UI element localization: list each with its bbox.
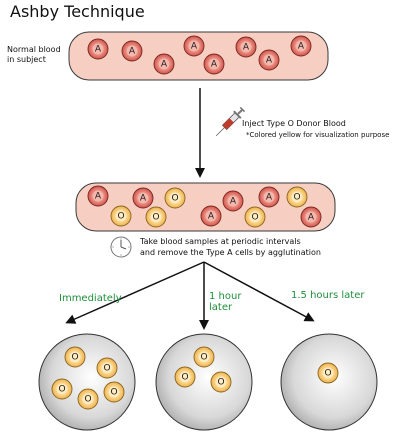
cell-letter: O <box>293 193 300 203</box>
arrow-immediately <box>65 261 205 324</box>
cell-letter: O <box>103 364 110 374</box>
type-a-cell: A <box>203 53 225 75</box>
cell-letter: A <box>298 42 305 52</box>
cell-letter: O <box>171 194 178 204</box>
cell-letter: A <box>266 193 273 203</box>
sample-dish-immediately <box>38 333 136 431</box>
cell-letter: A <box>230 197 237 207</box>
dish-cells: O O O O O O O O O <box>51 346 339 410</box>
cell-letter: A <box>191 42 198 52</box>
type-a-cell: A <box>258 186 280 208</box>
type-a-cell: A <box>87 185 109 207</box>
cell-letter: O <box>84 395 91 405</box>
time-label-1-5-hours: 1.5 hours later <box>291 290 365 301</box>
vessel1-cells: A A A A A A A A <box>87 35 312 75</box>
cell-letter: A <box>129 47 136 57</box>
cell-letter: O <box>117 212 124 222</box>
type-o-cell: O <box>96 357 118 379</box>
cell-letter: A <box>308 213 315 223</box>
cell-letter: O <box>58 385 65 395</box>
type-a-cell: A <box>235 36 257 58</box>
type-a-cell: A <box>87 38 109 60</box>
type-o-cell: O <box>64 346 86 368</box>
type-o-cell: O <box>77 388 99 410</box>
type-o-cell: O <box>317 362 339 384</box>
time-label-1-hour-line2: later <box>209 302 233 313</box>
cell-letter: A <box>95 45 102 55</box>
syringe-icon <box>215 106 246 137</box>
cell-letter: A <box>140 194 147 204</box>
inject-note: *Colored yellow for visualization purpos… <box>246 131 389 139</box>
cell-letter: O <box>324 369 331 379</box>
vessel1-label-line1: Normal blood <box>7 45 61 54</box>
type-o-cell: O <box>286 186 308 208</box>
arrow-1-5-hours <box>203 261 315 322</box>
cell-letter: O <box>200 353 207 363</box>
type-a-cell: A <box>290 35 312 57</box>
cell-letter: O <box>71 353 78 363</box>
type-a-cell: A <box>153 53 175 75</box>
cell-letter: A <box>243 43 250 53</box>
type-o-cell: O <box>193 346 215 368</box>
inject-label: Inject Type O Donor Blood <box>242 119 346 128</box>
type-o-cell: O <box>164 187 186 209</box>
type-a-cell: A <box>200 205 222 227</box>
sample-label-line2: and remove the Type A cells by agglutina… <box>140 248 321 257</box>
cell-letter: O <box>217 378 224 388</box>
diagram-title: Ashby Technique <box>10 2 145 21</box>
cell-letter: O <box>152 213 159 223</box>
cell-letter: O <box>110 388 117 398</box>
cell-letter: A <box>266 56 273 66</box>
type-a-cell: A <box>258 49 280 71</box>
type-o-cell: O <box>110 205 132 227</box>
cell-letter: A <box>211 60 218 70</box>
cell-letter: O <box>251 213 258 223</box>
cell-letter: A <box>161 60 168 70</box>
type-o-cell: O <box>145 206 167 228</box>
sample-label-line1: Take blood samples at periodic intervals <box>139 237 301 246</box>
type-o-cell: O <box>51 378 73 400</box>
time-label-immediately: Immediately <box>59 293 122 304</box>
type-o-cell: O <box>174 366 196 388</box>
type-a-cell: A <box>132 187 154 209</box>
type-o-cell: O <box>103 381 125 403</box>
cell-letter: A <box>208 212 215 222</box>
cell-letter: O <box>181 373 188 383</box>
type-a-cell: A <box>222 190 244 212</box>
cell-letter: A <box>95 192 102 202</box>
clock-icon <box>110 236 132 258</box>
type-a-cell: A <box>183 35 205 57</box>
type-a-cell: A <box>121 40 143 62</box>
vessel1-label-line2: in subject <box>7 55 46 64</box>
type-o-cell: O <box>210 371 232 393</box>
type-a-cell: A <box>300 206 322 228</box>
sample-dish-1-hour <box>155 333 253 431</box>
type-o-cell: O <box>244 206 266 228</box>
time-label-1-hour-line1: 1 hour <box>209 291 242 302</box>
